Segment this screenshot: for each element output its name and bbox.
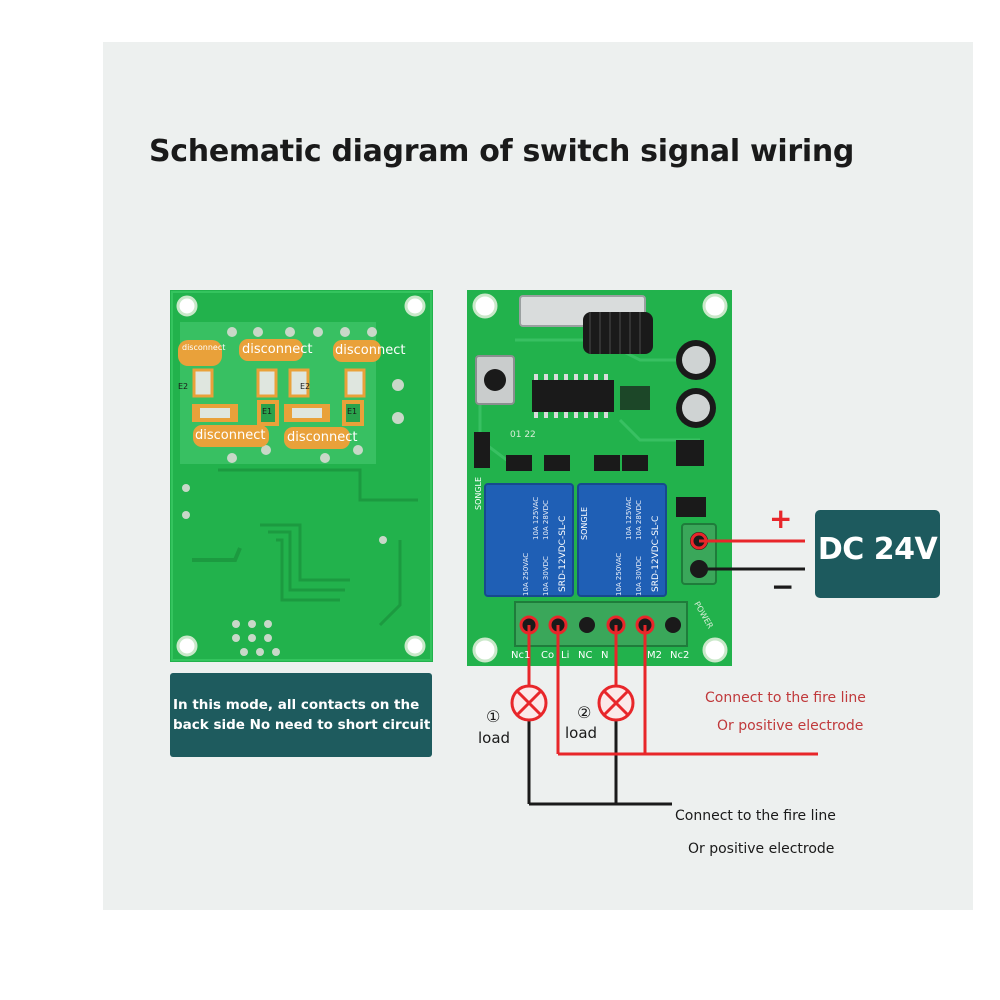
terminal-label-nc1: Nc1 xyxy=(511,650,531,661)
plus-sign: + xyxy=(769,502,793,535)
terminal-label-nc: NC xyxy=(578,650,593,661)
load-1-number: ① xyxy=(486,707,501,726)
back-pcb-board xyxy=(170,290,433,662)
relay-2-spec: 10A 250VAC xyxy=(615,552,623,596)
terminal-label-nc2: Nc2 xyxy=(670,650,690,661)
pad-label: E1 xyxy=(347,407,358,416)
wires xyxy=(519,532,818,806)
disconnect-label: disconnect xyxy=(195,428,266,443)
black-note-line-1: Connect to the fire line xyxy=(675,808,836,824)
load-1-label: load xyxy=(478,729,511,747)
relay-1-spec: 10A 125VAC xyxy=(532,496,540,540)
black-note-line-2: Or positive electrode xyxy=(688,841,835,857)
disconnect-label: disconnect xyxy=(182,343,226,352)
load-2-number: ② xyxy=(577,703,592,722)
dc-voltage-badge xyxy=(815,510,940,598)
disconnect-label: disconnect xyxy=(335,343,406,358)
relay-2-brand: SONGLE xyxy=(580,506,589,540)
pad-label: E2 xyxy=(300,382,311,391)
terminal-label-m2: M2 xyxy=(647,650,662,661)
disconnect-label: disconnect xyxy=(242,342,313,357)
red-note-line-2: Or positive electrode xyxy=(717,718,864,734)
relay-2-spec: 10A 28VDC xyxy=(635,500,643,540)
note-box xyxy=(170,673,432,757)
relay-1-brand: SONGLE xyxy=(474,476,483,510)
lamp-load-2 xyxy=(597,684,635,722)
minus-sign: − xyxy=(771,570,795,603)
relay-1-spec: 10A 250VAC xyxy=(522,552,530,596)
front-pcb-board xyxy=(467,290,732,666)
relay-1-spec: 10A 30VDC xyxy=(542,556,550,596)
relay-1-model: SRD-12VDC-SL-C xyxy=(558,515,568,592)
load-2-label: load xyxy=(565,724,598,742)
relay-1-spec: 10A 28VDC xyxy=(542,500,550,540)
terminal-label-co: Co xyxy=(541,650,555,661)
relay-2-spec: 10A 30VDC xyxy=(635,556,643,596)
note-line-2: back side No need to short circuit xyxy=(173,717,431,733)
chip-label: 01 22 xyxy=(510,430,536,440)
red-note-line-1: Connect to the fire line xyxy=(705,690,866,706)
dc-voltage-label: DC 24V xyxy=(817,532,938,567)
disconnect-label: disconnect xyxy=(287,430,358,445)
lamp-load-1 xyxy=(510,684,548,722)
relay-2-spec: 10A 125VAC xyxy=(625,496,633,540)
relay-2-model: SRD-12VDC-SL-C xyxy=(651,515,661,592)
terminal-label-li: Li xyxy=(561,650,570,661)
page-title: Schematic diagram of switch signal wirin… xyxy=(149,134,855,169)
pad-label: E1 xyxy=(262,407,273,416)
pad-label: E2 xyxy=(178,382,189,391)
terminal-label-n: N xyxy=(601,650,609,661)
note-line-1: In this mode, all contacts on the xyxy=(173,697,420,713)
